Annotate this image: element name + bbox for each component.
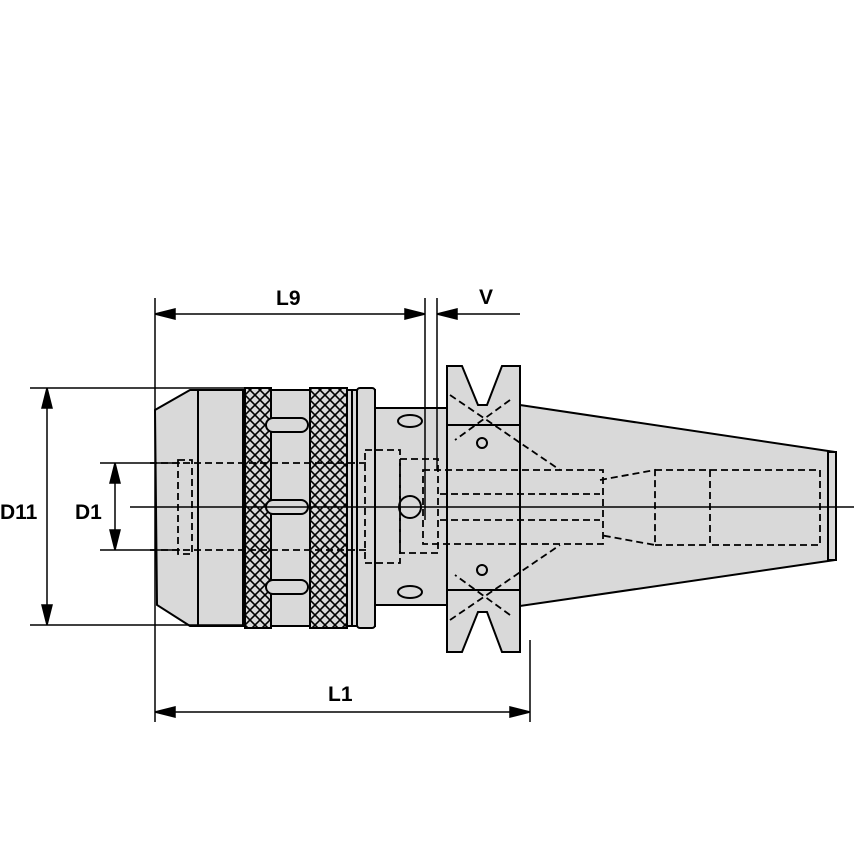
chuck-ring xyxy=(356,387,376,629)
flange xyxy=(446,365,521,653)
dimension-label-d11: D11 xyxy=(0,501,38,524)
dimension-label-l9: L9 xyxy=(276,287,301,310)
knurl-band-2 xyxy=(309,387,348,629)
dimension-label-v: V xyxy=(479,286,494,309)
slot-top xyxy=(265,417,309,433)
tool-body xyxy=(153,365,837,653)
dimension-label-l1: L1 xyxy=(328,683,353,706)
slot-bottom xyxy=(265,579,309,595)
taper-shank xyxy=(519,403,836,608)
dimension-label-d1: D1 xyxy=(75,501,102,524)
dimensions xyxy=(30,298,531,722)
taper-end xyxy=(827,451,837,561)
